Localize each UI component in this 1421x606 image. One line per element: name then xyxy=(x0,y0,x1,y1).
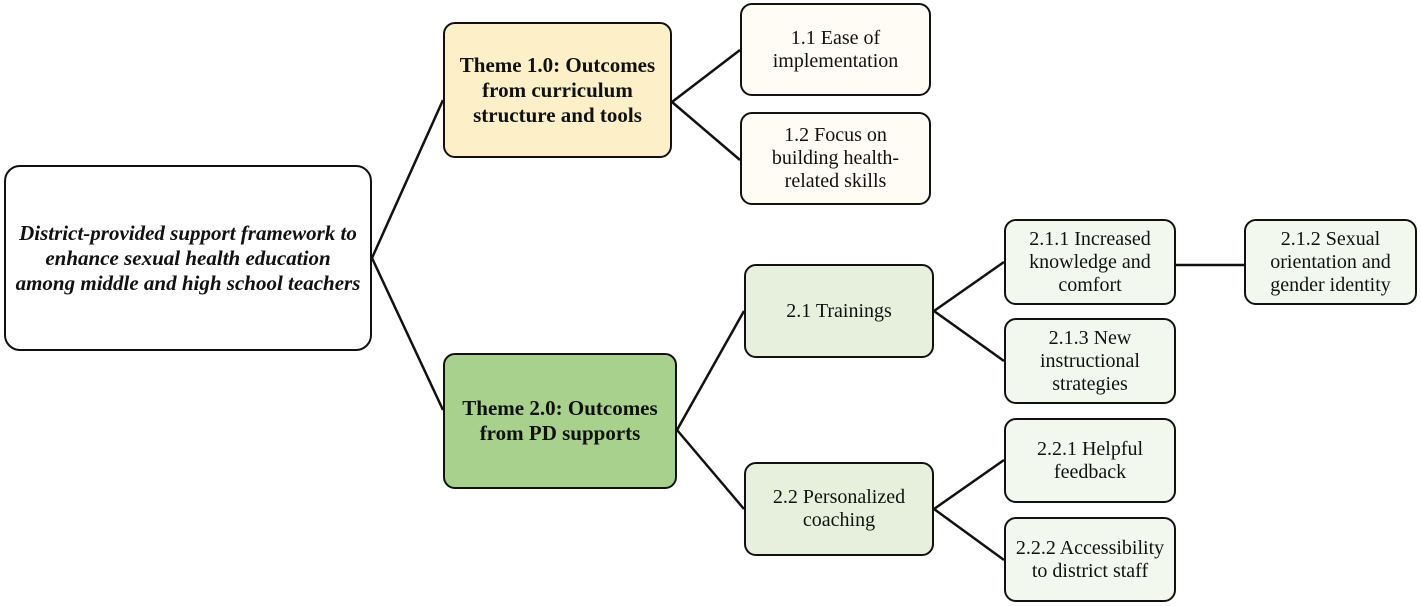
theme1-node: Theme 1.0: Outcomes from curriculum stru… xyxy=(443,22,672,158)
node-2-2-2: 2.2.2 Accessibility to district staff xyxy=(1004,517,1176,602)
node-2-1-3: 2.1.3 New instructional strategies xyxy=(1004,318,1176,404)
node-2-2-1: 2.2.1 Helpful feedback xyxy=(1004,418,1176,503)
connector-2-2-2-2-1 xyxy=(933,458,1005,511)
connector-2-1-2-1-3 xyxy=(933,309,1005,363)
connector-theme1-1-2 xyxy=(671,101,741,161)
connector-theme2-2-1 xyxy=(675,310,746,431)
connector-2-1-2-1-1 xyxy=(933,260,1005,313)
connector-theme2-2-2 xyxy=(676,429,745,510)
node-2-2-1-label: 2.2.1 Helpful feedback xyxy=(1036,437,1144,483)
node-1-2-label: 1.2 Focus on building health-related ski… xyxy=(771,124,900,192)
node-2-2-2-label: 2.2.2 Accessibility to district staff xyxy=(1015,536,1165,582)
node-2-1-3-label: 2.1.3 New instructional strategies xyxy=(1040,326,1140,395)
node-2-2: 2.2 Personalized coaching xyxy=(744,462,934,556)
connector-2-2-2-2-2 xyxy=(933,507,1005,562)
node-2-2-label: 2.2 Personalized coaching xyxy=(772,486,906,531)
connector-root-theme1 xyxy=(370,99,445,259)
root-node: District-provided support framework to e… xyxy=(4,165,372,351)
node-2-1-2-label: 2.1.2 Sexual orientation and gender iden… xyxy=(1270,227,1391,296)
connector-root-theme2 xyxy=(370,257,445,411)
root-label: District-provided support framework to e… xyxy=(15,220,361,295)
theme2-node: Theme 2.0: Outcomes from PD supports xyxy=(443,353,677,489)
node-1-2: 1.2 Focus on building health-related ski… xyxy=(740,112,931,205)
node-2-1-2: 2.1.2 Sexual orientation and gender iden… xyxy=(1244,219,1417,305)
connector-theme1-1-1 xyxy=(671,49,741,103)
theme1-label: Theme 1.0: Outcomes from curriculum stru… xyxy=(459,52,656,127)
node-1-1: 1.1 Ease of implementation xyxy=(740,3,931,96)
node-2-1-1-label: 2.1.1 Increased knowledge and comfort xyxy=(1029,227,1151,296)
node-1-1-label: 1.1 Ease of implementation xyxy=(772,26,899,72)
node-2-1-1: 2.1.1 Increased knowledge and comfort xyxy=(1004,219,1176,305)
theme2-label: Theme 2.0: Outcomes from PD supports xyxy=(462,396,658,445)
node-2-1-label: 2.1 Trainings xyxy=(786,299,892,322)
node-2-1: 2.1 Trainings xyxy=(744,264,934,358)
